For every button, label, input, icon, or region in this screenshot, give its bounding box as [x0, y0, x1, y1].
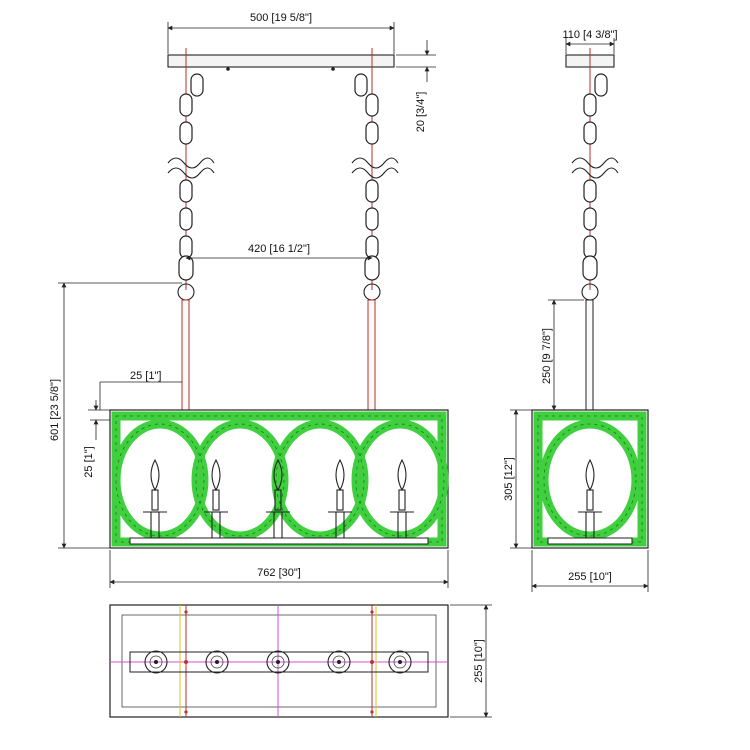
side-ring	[539, 419, 641, 541]
front-canopy	[167, 54, 395, 68]
bottom-inner	[121, 614, 437, 708]
left-chain	[167, 73, 215, 301]
candle-bulb	[204, 458, 228, 541]
bottom-view: 255 [10"]	[109, 604, 492, 718]
bottom-outline	[109, 604, 449, 718]
dim-body-height: 305 [12"]	[503, 457, 515, 501]
candle-bulb	[390, 458, 414, 541]
dim-body-length: 762 [30"]	[257, 567, 301, 579]
side-body-green-frame	[533, 411, 647, 547]
right-chain	[351, 73, 399, 301]
front-view: 500 [19 5/8"] 20 [3/4"]	[49, 12, 449, 588]
dim-body-width: 255 [10"]	[568, 571, 612, 583]
side-chain	[571, 73, 619, 301]
side-body-outline	[531, 409, 649, 549]
side-bottom-bar	[547, 537, 633, 545]
right-down-rod	[367, 299, 376, 411]
canopy-screw	[226, 67, 230, 71]
canopy-screw	[331, 67, 335, 71]
candle-bulbs	[143, 458, 414, 541]
front-bottom-bar	[129, 537, 429, 545]
side-down-rod	[585, 299, 594, 411]
dim-canopy-height: 20 [3/4"]	[415, 92, 427, 133]
dim-frame-top-offset: 25 [1"]	[130, 370, 161, 382]
dim-canopy-depth: 110 [4 3/8"]	[562, 29, 617, 41]
dim-canopy-width: 500 [19 5/8"]	[250, 12, 312, 24]
dim-rod-spacing: 420 [16 1/2"]	[248, 243, 310, 255]
left-down-rod	[181, 299, 190, 411]
bottom-center-bar	[129, 651, 429, 673]
side-view: 110 [4 3/8"] 250 [9 7/8"]	[503, 29, 649, 592]
dim-overall-height: 601 [23 5/8"]	[49, 379, 61, 441]
candle-bulb	[143, 458, 167, 541]
bottom-sockets	[144, 650, 412, 674]
dim-frame-band: 25 [1"]	[83, 446, 95, 477]
dim-bottom-width: 255 [10"]	[473, 639, 485, 683]
side-candle-bulb	[578, 458, 602, 541]
dim-side-rod-length: 250 [9 7/8"]	[541, 328, 553, 384]
interlocking-rings	[111, 419, 449, 541]
